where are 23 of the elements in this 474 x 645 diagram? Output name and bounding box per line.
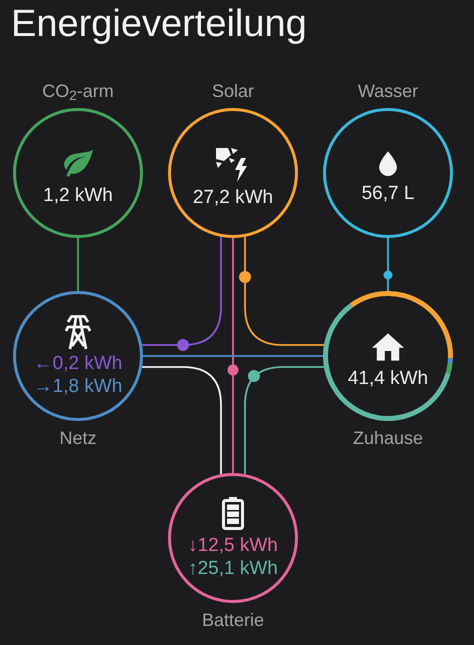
flow-line — [387, 238, 389, 291]
node-label: Batterie — [202, 609, 264, 631]
flow-line — [232, 238, 234, 473]
flow-line — [142, 366, 222, 474]
energy-value: 27,2 kWh — [192, 186, 274, 209]
node-label: Solar — [212, 80, 254, 102]
flow-line — [142, 236, 222, 346]
energy-value: →1,8 kWh — [34, 374, 122, 398]
node-label: Wasser — [358, 80, 418, 102]
flow-line — [244, 236, 324, 346]
energy-value: ↓12,5 kWh — [188, 534, 278, 556]
flow-line — [77, 238, 79, 291]
node-label: Zuhause — [352, 427, 424, 449]
energy-value: 1,2 kWh — [43, 184, 113, 207]
flow-line — [143, 355, 323, 357]
card-title: Energieverteilung — [11, 2, 307, 47]
flow-line — [244, 366, 324, 474]
energy-value: 56,7 L — [362, 182, 414, 205]
node-label: CO$_{2}$-arm — [42, 80, 114, 102]
energy-value: ←0,2 kWh — [34, 352, 122, 374]
energy-value: 41,4 kWh — [348, 366, 428, 390]
energy-value: ↑25,1 kWh — [188, 556, 278, 580]
node-label: Netz — [59, 427, 96, 449]
